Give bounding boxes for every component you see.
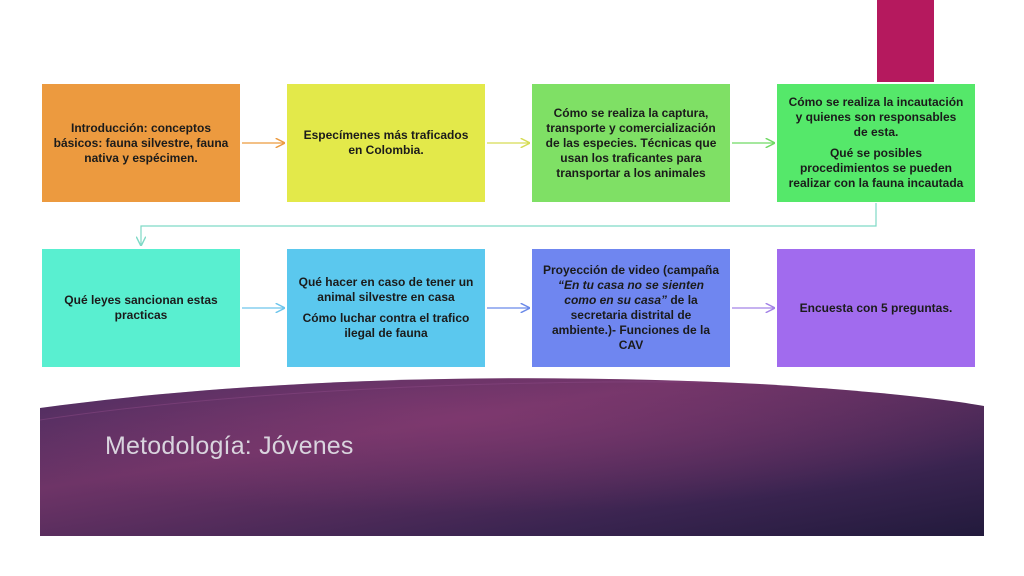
- step-text: Cómo se realiza la captura, transporte y…: [545, 105, 717, 180]
- step-text: Especímenes más traficados en Colombia.: [303, 128, 469, 157]
- step-box-incautacion: Cómo se realiza la incautación y quienes…: [777, 84, 975, 202]
- step-text: Cómo se realiza la incautación y quienes…: [788, 95, 964, 139]
- step-box-encuesta: Encuesta con 5 preguntas.: [777, 249, 975, 367]
- step-text: Encuesta con 5 preguntas.: [799, 300, 953, 315]
- step-box-introduccion: Introducción: conceptos básicos: fauna s…: [42, 84, 240, 202]
- accent-bar: [877, 0, 934, 82]
- step-box-leyes: Qué leyes sancionan estas practicas: [42, 249, 240, 367]
- arrow-4-5: [141, 203, 877, 245]
- step-text: Cómo luchar contra el trafico ilegal de …: [302, 311, 470, 340]
- step-text: Qué se posibles procedimientos se pueden…: [788, 146, 964, 190]
- step-text: Qué hacer en caso de tener un animal sil…: [298, 275, 474, 304]
- step-box-especimenes: Especímenes más traficados en Colombia.: [287, 84, 485, 202]
- campaign-name: “En tu casa no se sienten como en su cas…: [557, 278, 705, 307]
- step-box-captura: Cómo se realiza la captura, transporte y…: [532, 84, 730, 202]
- step-text: Proyección de video (campaña “En tu casa…: [542, 263, 720, 353]
- step-text: Introducción: conceptos básicos: fauna s…: [53, 120, 229, 165]
- step-text: Qué leyes sancionan estas practicas: [64, 293, 218, 322]
- step-text-part: de la secretaria distrital de ambiente.)…: [551, 293, 711, 352]
- step-text-part: Proyección de video (campaña: [542, 263, 720, 277]
- step-box-que-hacer: Qué hacer en caso de tener un animal sil…: [287, 249, 485, 367]
- banner-glow: [40, 378, 984, 536]
- page-title: Metodología: Jóvenes: [105, 432, 354, 460]
- banner-highlight: [39, 381, 701, 421]
- step-box-video: Proyección de video (campaña “En tu casa…: [532, 249, 730, 367]
